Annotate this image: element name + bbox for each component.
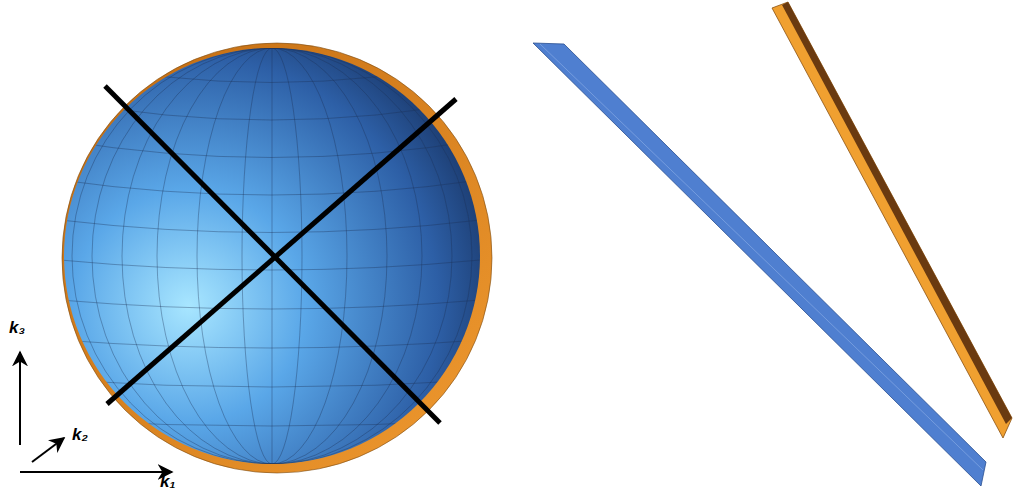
cross-line (107, 99, 456, 404)
axis-arrow (32, 438, 64, 462)
sphere-grid (60, 40, 480, 470)
orange-sheet (772, 2, 1012, 438)
cross-line (105, 86, 440, 423)
orange-sphere (62, 43, 492, 473)
axis-label: k₃ (9, 319, 25, 336)
axis-arrow (19, 352, 21, 445)
axis-label: k₁ (160, 473, 175, 490)
axis-label: k₂ (72, 426, 88, 443)
orange-sheet-edge (782, 2, 1012, 424)
axis-arrow (20, 471, 172, 473)
